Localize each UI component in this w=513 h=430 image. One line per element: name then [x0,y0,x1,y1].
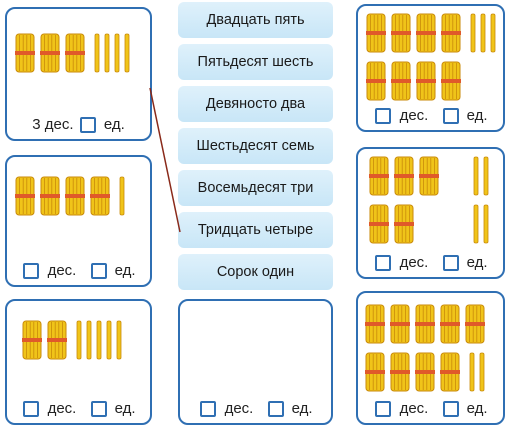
card-3-tens-box[interactable] [23,400,40,417]
card-5-caption: дес. ед. [358,106,503,124]
one-stick-icon [483,204,489,244]
card-3-tens-unit: дес. [47,400,77,417]
card-5-ones-box[interactable] [442,107,459,124]
one-stick-icon [86,320,92,360]
ten-bundle-icon [440,304,460,344]
card-6-tens-box[interactable] [375,254,392,271]
card-4: дес. ед. [178,299,333,425]
one-stick-icon [119,176,125,216]
ten-bundle-icon [415,352,435,392]
ten-bundle-icon [440,352,460,392]
one-stick-icon [96,320,102,360]
one-stick-icon [124,33,130,73]
ten-bundle-icon [15,33,35,73]
card-3-ones-box[interactable] [90,400,107,417]
ten-bundle-icon [15,176,35,216]
ten-bundle-icon [416,61,436,101]
ten-bundle-icon [441,13,461,53]
ten-bundle-icon [391,61,411,101]
ten-bundle-icon [419,156,439,196]
one-stick-icon [479,352,485,392]
one-stick-icon [76,320,82,360]
ten-bundle-icon [65,33,85,73]
card-2-ones-box[interactable] [90,262,107,279]
card-5-tens-unit: дес. [399,107,429,124]
ten-bundle-icon [366,61,386,101]
number-word-3[interactable]: Девяносто два [178,86,333,122]
card-2-ones-unit: ед. [114,262,136,279]
ten-bundle-icon [391,13,411,53]
ten-bundle-icon [416,13,436,53]
number-word-2[interactable]: Пятьдесят шесть [178,44,333,80]
number-word-7[interactable]: Сорок один [178,254,333,290]
card-6-tens-unit: дес. [399,254,429,271]
card-5-tens-box[interactable] [375,107,392,124]
one-stick-icon [473,156,479,196]
card-5-ones-unit: ед. [466,107,488,124]
one-stick-icon [116,320,122,360]
card-2-tens-unit: дес. [47,262,77,279]
number-word-6[interactable]: Тридцать четыре [178,212,333,248]
card-4-ones-unit: ед. [291,400,313,417]
ten-bundle-icon [369,204,389,244]
card-1-caption: 3 дес. ед. [7,115,150,133]
ten-bundle-icon [90,176,110,216]
one-stick-icon [469,352,475,392]
ten-bundle-icon [390,304,410,344]
card-6-caption: дес. ед. [358,253,503,271]
ten-bundle-icon [40,176,60,216]
ten-bundle-icon [365,352,385,392]
one-stick-icon [94,33,100,73]
number-word-1[interactable]: Двадцать пять [178,2,333,38]
ten-bundle-icon [394,156,414,196]
card-3-caption: дес. ед. [7,399,150,417]
ten-bundle-icon [394,204,414,244]
card-7-tens-box[interactable] [375,400,392,417]
ten-bundle-icon [365,304,385,344]
one-stick-icon [483,156,489,196]
card-1: 3 дес. ед. [5,7,152,141]
card-3: дес. ед. [5,299,152,425]
card-6-ones-unit: ед. [466,254,488,271]
one-stick-icon [480,13,486,53]
card-4-tens-unit: дес. [224,400,254,417]
ten-bundle-icon [47,320,67,360]
card-4-ones-box[interactable] [267,400,284,417]
one-stick-icon [104,33,110,73]
card-2-caption: дес. ед. [7,261,150,279]
ten-bundle-icon [40,33,60,73]
card-4-tens-box[interactable] [200,400,217,417]
ten-bundle-icon [415,304,435,344]
one-stick-icon [473,204,479,244]
card-1-tens-unit: дес. [44,116,74,133]
card-1-ones-unit: ед. [103,116,125,133]
number-word-5[interactable]: Восемьдесят три [178,170,333,206]
one-stick-icon [114,33,120,73]
ten-bundle-icon [441,61,461,101]
ten-bundle-icon [366,13,386,53]
ten-bundle-icon [369,156,389,196]
card-1-ones-box[interactable] [79,116,96,133]
card-7-ones-box[interactable] [442,400,459,417]
card-7-tens-unit: дес. [399,400,429,417]
one-stick-icon [106,320,112,360]
card-7-caption: дес. ед. [358,399,503,417]
card-1-tens-value: 3 [32,116,41,133]
one-stick-icon [490,13,496,53]
ten-bundle-icon [390,352,410,392]
ten-bundle-icon [65,176,85,216]
one-stick-icon [470,13,476,53]
card-4-caption: дес. ед. [180,399,331,417]
card-7-ones-unit: ед. [466,400,488,417]
card-3-ones-unit: ед. [114,400,136,417]
card-2-tens-box[interactable] [23,262,40,279]
number-word-4[interactable]: Шестьдесят семь [178,128,333,164]
card-6-ones-box[interactable] [442,254,459,271]
number-words-column: Двадцать пять Пятьдесят шесть Девяносто … [178,0,333,300]
ten-bundle-icon [465,304,485,344]
ten-bundle-icon [22,320,42,360]
